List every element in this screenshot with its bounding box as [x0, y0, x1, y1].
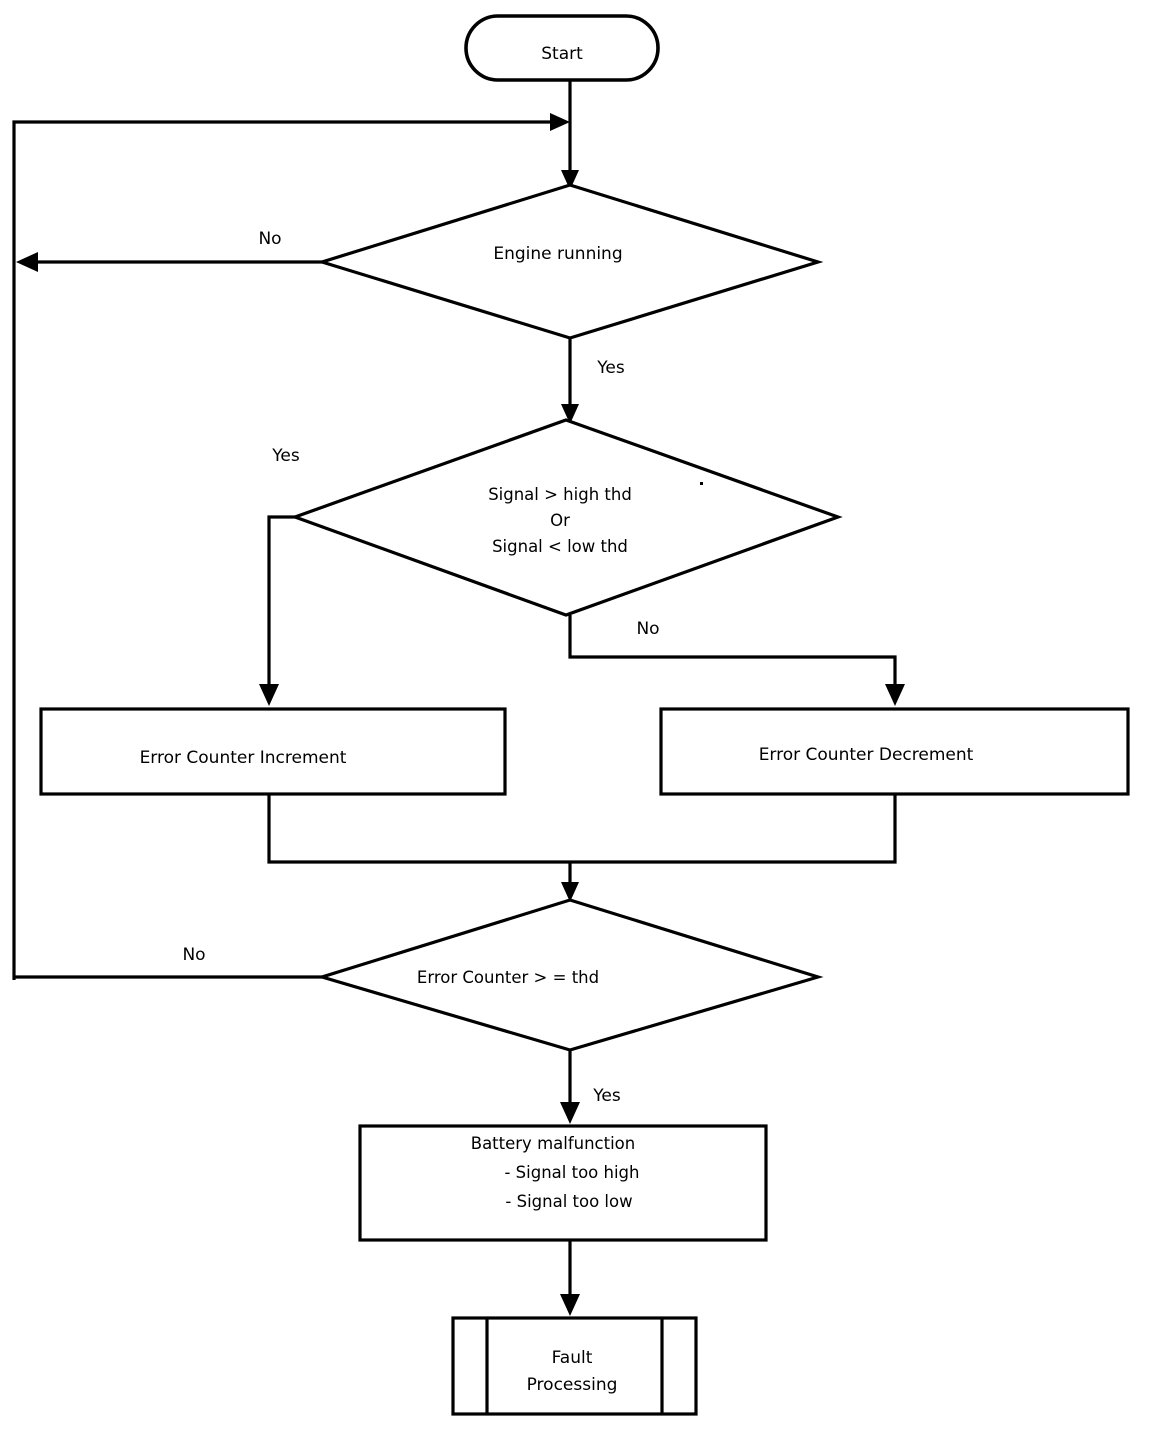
node-signal-threshold-line3: Signal < low thd — [492, 537, 628, 556]
node-battery-malfunction-line2: - Signal too high — [504, 1163, 639, 1182]
node-signal-threshold-line1: Signal > high thd — [488, 485, 632, 504]
arrowhead-merge-to-counter — [561, 882, 579, 902]
node-battery-malfunction-line1: Battery malfunction — [471, 1134, 635, 1153]
arrowhead-start-to-engine — [561, 170, 579, 190]
edge-label-counter-no: No — [182, 945, 205, 965]
arrowhead-signal-yes — [259, 684, 279, 706]
node-battery-malfunction-shape — [358, 1124, 768, 1242]
arrowhead-counter-yes — [560, 1102, 580, 1124]
arrowhead-signal-no — [885, 684, 905, 706]
node-error-counter-decrement-shape — [659, 707, 1130, 796]
node-fault-processing-shape — [451, 1316, 698, 1416]
edge-label-signal-no: No — [636, 619, 659, 639]
connector-loop-return-rail — [12, 120, 558, 980]
connector-decrement-to-merge — [570, 794, 897, 864]
node-fault-processing-line2: Processing — [527, 1375, 618, 1395]
node-error-counter-increment-shape — [39, 707, 507, 796]
edge-label-engine-no: No — [258, 229, 281, 249]
arrowhead-engine-yes — [561, 404, 579, 424]
edge-label-engine-yes: Yes — [596, 358, 625, 378]
node-battery-malfunction-line3: - Signal too low — [505, 1192, 632, 1211]
node-start-shape — [464, 14, 660, 82]
edge-label-counter-yes: Yes — [592, 1086, 621, 1106]
arrowhead-loop-return — [550, 113, 570, 131]
node-error-counter-decrement-label: Error Counter Decrement — [759, 745, 974, 765]
connector-signal-no-to-decrement — [568, 615, 897, 690]
node-engine-running-shape — [316, 183, 824, 340]
scan-speck — [700, 482, 703, 485]
node-error-counter-threshold-label: Error Counter > = thd — [417, 968, 599, 987]
node-start-label: Start — [541, 44, 583, 64]
node-signal-threshold-shape — [290, 418, 843, 617]
node-error-counter-threshold-shape — [316, 898, 824, 1052]
node-engine-running-label: Engine running — [493, 244, 622, 264]
arrowhead-engine-no — [16, 252, 38, 272]
connector-signal-yes-to-increment — [267, 515, 295, 690]
arrowhead-battery-to-fault — [560, 1294, 580, 1316]
node-signal-threshold-line2: Or — [550, 511, 570, 530]
node-fault-processing-line1: Fault — [552, 1348, 593, 1368]
connector-increment-to-merge — [267, 794, 570, 864]
node-error-counter-increment-label: Error Counter Increment — [140, 748, 347, 768]
edge-label-signal-yes: Yes — [271, 446, 300, 466]
